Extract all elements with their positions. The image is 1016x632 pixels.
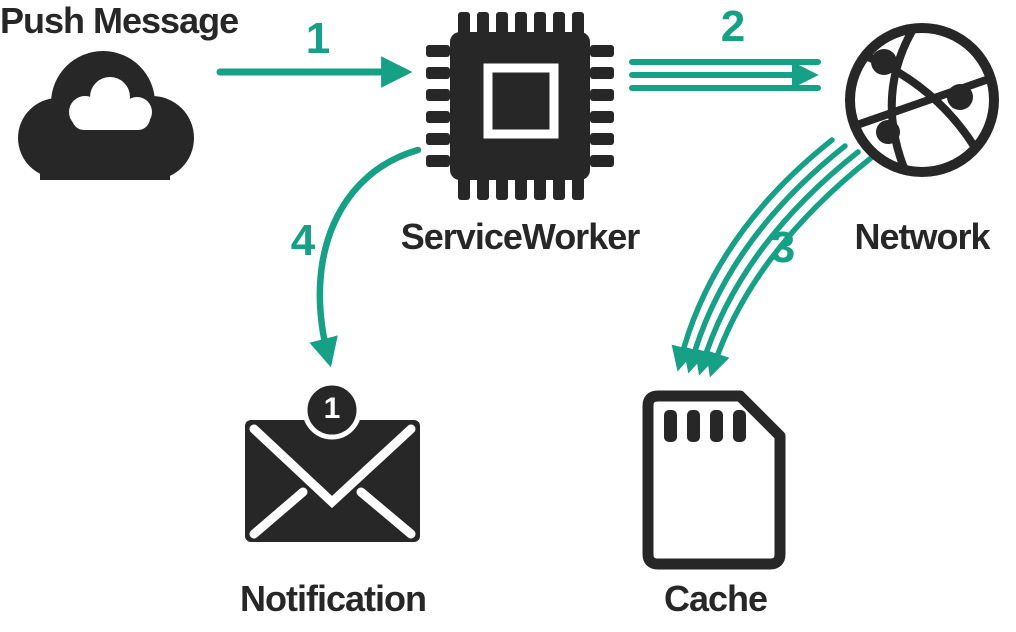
network-label: Network	[854, 216, 990, 257]
arrow-3-network-to-cache	[671, 137, 874, 378]
notification-badge-count: 1	[323, 392, 341, 425]
arrow-3-number: 3	[770, 223, 796, 272]
arrow-4-number: 4	[290, 216, 316, 265]
envelope-icon	[245, 380, 420, 542]
arrow-4-serviceworker-to-notification	[309, 146, 422, 368]
globe-network-icon	[845, 23, 999, 177]
arrow-2-serviceworker-to-network	[629, 59, 821, 91]
chip-icon	[426, 12, 614, 200]
notification-badge	[302, 380, 362, 440]
arrow-1-number: 1	[305, 14, 331, 63]
push-message-label: Push Message	[0, 0, 239, 41]
cloud-icon	[18, 51, 194, 180]
cache-label: Cache	[664, 578, 768, 619]
arrow-2-number: 2	[720, 2, 746, 51]
sd-card-icon	[642, 390, 786, 570]
notification-label: Notification	[240, 578, 427, 619]
service-worker-label: ServiceWorker	[400, 216, 641, 257]
